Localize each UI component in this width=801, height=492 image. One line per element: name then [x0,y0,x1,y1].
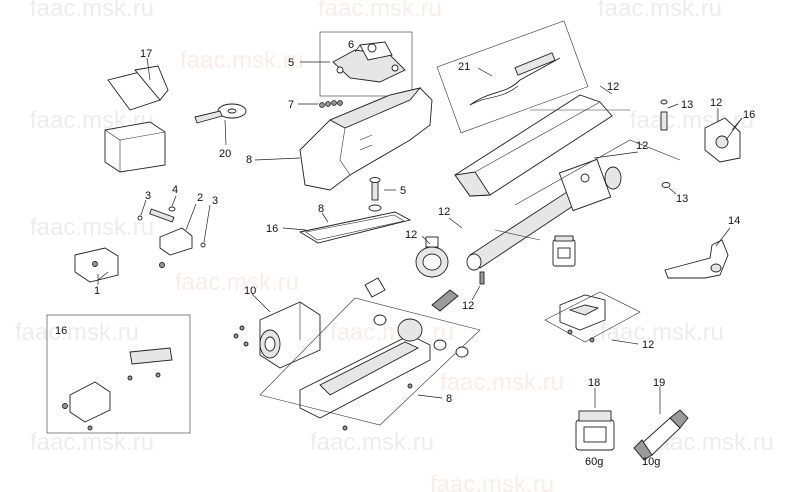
part-12-gear: 12 12 12 [405,206,485,312]
callout-6: 6 [348,39,354,51]
watermark: faac.msk.ru [318,0,442,22]
part-12-screw-rod: 12 [466,139,681,271]
callout-14: 14 [728,215,740,227]
callout-16: 16 [266,223,278,235]
part-8-cover: 8 [246,87,433,191]
part-16-gasket: 8 16 [266,203,412,244]
part-3-pin-clips: 3 3 [137,190,218,248]
part-1-front-bracket: 1 [74,247,119,297]
part-18-grease-jar: 18 60g [575,377,615,468]
watermark: faac.msk.ru [15,319,139,346]
watermark: faac.msk.ru [598,0,722,22]
part-17-box: 17 [104,48,169,173]
callout-8: 8 [446,393,452,405]
callout-20: 20 [219,148,231,160]
callout-8: 8 [318,203,324,215]
part-5-pivot-pin: 5 [368,177,406,212]
watermark: faac.msk.ru [310,429,434,456]
grease-jar-small [552,235,576,267]
callout-10: 10 [244,285,256,297]
part-7-screws: 7 [288,99,343,111]
callout-17: 17 [140,48,152,60]
part-13-pin: 13 [660,99,693,131]
watermark: faac.msk.ru [30,214,154,241]
callout-18: 18 [588,377,600,389]
part-12-end-cap: 12 [544,291,654,351]
callout-12: 12 [710,97,722,109]
part-4-pivot-pin: 4 [149,184,178,223]
callout-16: 16 [55,325,67,337]
callout-12: 12 [607,81,619,93]
part-21-cable-harness: 21 [436,20,589,134]
callout-12: 12 [438,206,450,218]
callout-5: 5 [400,185,406,197]
callout-4: 4 [172,184,178,196]
callout-19: 19 [653,377,665,389]
part-19-grease-tube: 19 10g [633,377,689,468]
callout-12: 12 [642,339,654,351]
watermark: faac.msk.ru [600,319,724,346]
part-12-outer-tube: 12 [454,81,630,197]
callout-5: 5 [288,57,294,69]
callout-12: 12 [405,229,417,241]
part-20-release-key: 20 [194,103,247,160]
part-13-ring: 13 [661,182,688,205]
callout-3: 3 [145,190,151,202]
callout-21: 21 [458,61,470,73]
callout-13: 13 [676,193,688,205]
part-2-bracket-fork: 2 [159,192,203,268]
watermark: faac.msk.ru [430,471,554,492]
watermark: faac.msk.ru [180,47,304,74]
watermark: faac.msk.ru [30,429,154,456]
callout-12: 12 [462,300,474,312]
watermark: faac.msk.ru [330,319,454,346]
watermark: faac.msk.ru [175,269,299,296]
part-16-control-board-inset: 16 [46,314,191,434]
part-10-motor: 10 [233,285,321,369]
callout-12: 12 [636,140,648,152]
callout-7: 7 [288,99,294,111]
callout-1: 1 [94,285,100,297]
watermark: faac.msk.ru [30,0,154,22]
tube-weight-label: 10g [642,456,660,468]
part-12-gear-train [364,277,469,358]
callout-3: 3 [212,195,218,207]
callout-13: 13 [681,99,693,111]
callout-8: 8 [246,154,252,166]
part-16-rear-bracket: 12 16 [704,97,755,163]
callout-16: 16 [743,109,755,121]
callout-2: 2 [197,192,203,204]
watermark: faac.msk.ru [440,369,564,396]
jar-weight-label: 60g [585,456,603,468]
part-6-upper-bracket: 5 6 [288,31,413,97]
part-14-release-lever: 14 [664,215,740,279]
